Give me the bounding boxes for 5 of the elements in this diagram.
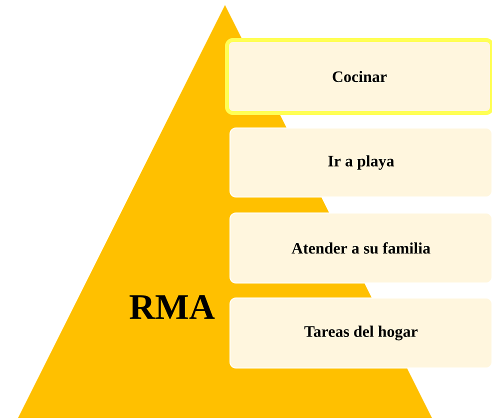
pyramid-label: RMA <box>130 295 215 319</box>
text-box: Tareas del hogar <box>230 298 492 368</box>
text-box: Ir a playa <box>230 128 492 198</box>
text-box: Atender a su familia <box>230 212 492 284</box>
text-box: Cocinar <box>225 38 492 115</box>
